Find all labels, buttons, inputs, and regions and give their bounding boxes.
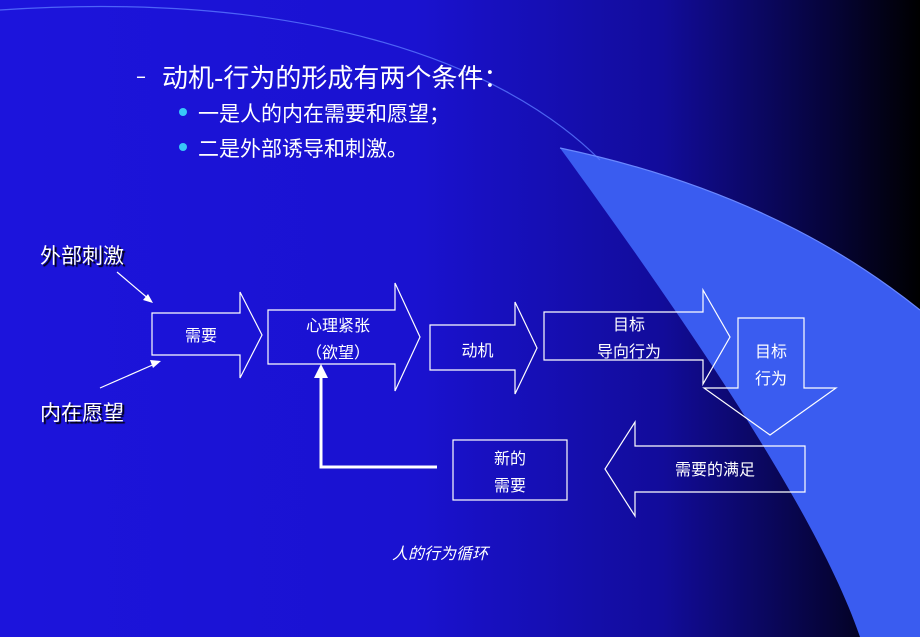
stage-goal-line2: 行为	[754, 369, 787, 388]
swoosh-line-edge	[559, 147, 920, 311]
label-external-stimulus: 外部刺激	[40, 244, 124, 268]
swoosh-line-top	[0, 5, 601, 161]
pointer-external	[116, 271, 151, 301]
feedback-arrowhead	[314, 364, 328, 378]
dash-bullet: –	[136, 64, 146, 88]
stage-tension-line1: 心理紧张	[305, 316, 370, 335]
feedback-line	[319, 376, 437, 469]
condition-2: 二是外部诱导和刺激。	[198, 137, 408, 161]
stage-goal: 目标 行为	[738, 338, 804, 392]
diagram-caption: 人的行为循环	[391, 544, 488, 563]
slide-title: 动机-行为的形成有两个条件：	[162, 64, 510, 94]
pointer-internal	[99, 362, 158, 389]
arrow-satisfaction	[604, 419, 806, 519]
stage-goal-behavior: 目标 导向行为	[544, 311, 714, 365]
stage-new-need-line2: 需要	[493, 476, 526, 495]
stage-satisfaction: 需要的满足	[674, 460, 755, 479]
arrow-motive	[429, 301, 538, 395]
arrow-need	[151, 291, 263, 379]
arrow-goal-behavior	[543, 287, 731, 387]
stage-tension-line2: （欲望）	[305, 343, 370, 362]
stage-new-need: 新的 需要	[453, 445, 567, 499]
stage-need: 需要	[184, 326, 217, 345]
pointer-internal-head	[150, 360, 161, 368]
swoosh-shape	[560, 148, 920, 637]
arrow-goal-down	[702, 317, 838, 436]
box-new-need	[452, 439, 568, 501]
stage-goal-behavior-line2: 导向行为	[596, 342, 661, 361]
stage-goal-behavior-line1: 目标	[612, 315, 645, 334]
bullet-dot-2	[179, 143, 187, 151]
stage-goal-line1: 目标	[754, 342, 787, 361]
stage-new-need-line1: 新的	[493, 449, 526, 468]
stage-motive: 动机	[461, 341, 494, 360]
arrow-tension	[267, 282, 421, 392]
pointer-external-head	[143, 294, 153, 303]
bullet-dot-1	[179, 108, 187, 116]
stage-tension: 心理紧张 （欲望）	[268, 312, 408, 366]
condition-1: 一是人的内在需要和愿望；	[198, 102, 450, 126]
label-internal-desire: 内在愿望	[40, 401, 124, 425]
